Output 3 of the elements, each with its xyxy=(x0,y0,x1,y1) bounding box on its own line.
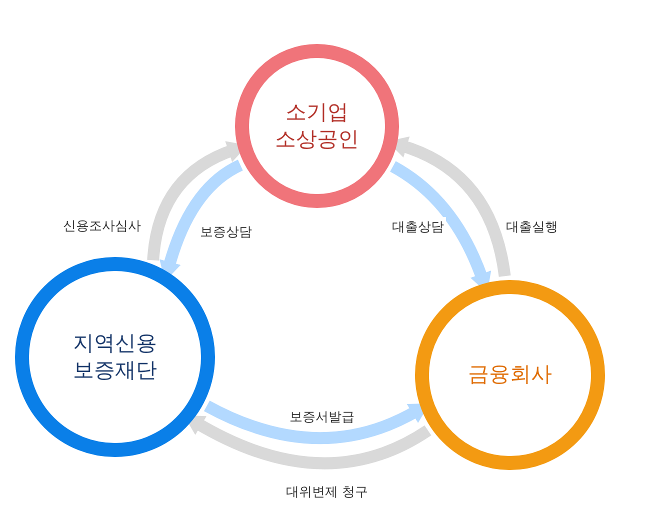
node-label: 금융회사 xyxy=(467,361,553,388)
node-label: 지역신용 보증재단 xyxy=(72,330,158,384)
node-label: 소기업 소상공인 xyxy=(274,98,360,153)
